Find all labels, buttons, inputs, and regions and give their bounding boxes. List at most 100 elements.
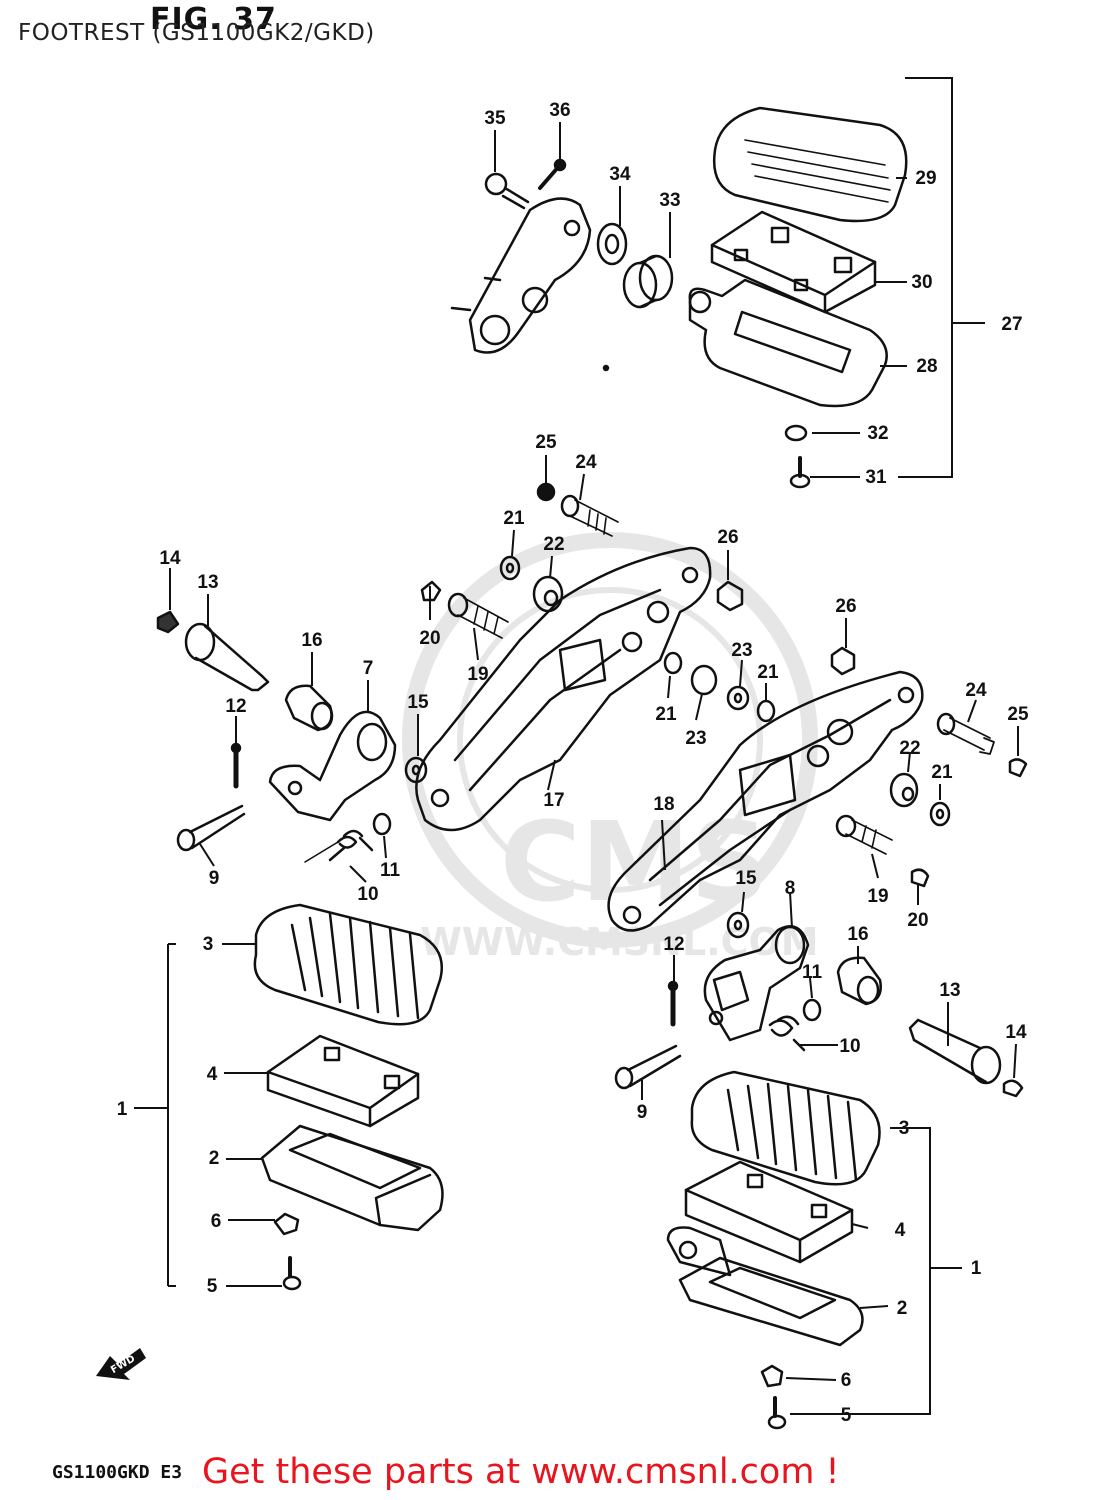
callout-labels: 35 36 34 33 29 30 27 28 32 31 25 24 21 2… [117, 100, 1029, 1426]
callout-26-a: 26 [717, 527, 738, 548]
callout-9-left: 9 [209, 868, 220, 889]
washer-34 [596, 222, 628, 266]
callout-27: 27 [1001, 314, 1022, 335]
callout-30: 30 [911, 272, 932, 293]
callout-28: 28 [916, 356, 937, 377]
callout-1-right: 1 [971, 1258, 982, 1279]
callout-3-left: 3 [203, 934, 214, 955]
callout-19-a: 19 [467, 664, 488, 685]
bolt-31 [789, 456, 811, 489]
callout-15-right: 15 [735, 868, 757, 889]
callout-35: 35 [484, 108, 506, 129]
pin-13-right [908, 1018, 1002, 1085]
promo-link-text[interactable]: Get these parts at www.cmsnl.com ! [202, 1452, 840, 1492]
pin-13-left [184, 622, 270, 692]
callout-6-right: 6 [841, 1370, 852, 1391]
callout-14-right: 14 [1005, 1022, 1027, 1043]
callout-25-top: 25 [535, 432, 557, 453]
callout-9-right: 9 [637, 1102, 648, 1123]
bolt-24-top [560, 494, 619, 537]
callout-23-b: 23 [685, 728, 706, 749]
nut-25-top [536, 482, 556, 502]
callout-21-d: 21 [931, 762, 953, 783]
callout-13-left: 13 [197, 572, 218, 593]
callout-21-a: 21 [503, 508, 525, 529]
nut-20b [910, 868, 930, 888]
pivot-arm-8 [703, 925, 810, 1042]
footrest-bracket-17 [415, 546, 712, 832]
callout-22-a: 22 [543, 534, 564, 555]
model-code: GS1100GKD E3 [52, 1462, 183, 1483]
callout-14-left: 14 [159, 548, 181, 569]
footrest-plate-4-right [684, 1160, 854, 1264]
callout-16-left: 16 [301, 630, 322, 651]
nut-20a [420, 580, 442, 602]
bolt-5-right [767, 1396, 787, 1430]
callout-29: 29 [915, 168, 936, 189]
nut-14-left [156, 610, 180, 634]
callout-21-b: 21 [655, 704, 677, 725]
collar-33 [622, 254, 674, 309]
callout-12-left: 12 [225, 696, 246, 717]
washer-15-right [726, 911, 750, 939]
bolt-12-right [667, 980, 679, 1027]
nut-6-right [760, 1364, 784, 1388]
pin-35 [484, 172, 530, 210]
nut-6-left [273, 1212, 300, 1236]
callout-18: 18 [653, 794, 674, 815]
washer-21a [499, 555, 521, 581]
bolt-36 [538, 158, 567, 190]
pivot-arm-7 [268, 710, 397, 822]
callout-7: 7 [363, 658, 374, 679]
nut-14-right [1002, 1079, 1024, 1098]
washer-11-right [802, 998, 822, 1022]
callout-34: 34 [609, 164, 631, 185]
spring-10-right [768, 1015, 806, 1052]
bolt-19a [447, 592, 509, 639]
collar-22a [532, 575, 564, 613]
washer-21c [756, 699, 776, 723]
watermark [402, 532, 818, 948]
callout-32: 32 [867, 423, 888, 444]
callout-24-top: 24 [575, 452, 597, 473]
nut-25b [1008, 758, 1028, 778]
fwd-arrow-icon: FWD [96, 1348, 146, 1380]
callout-2-left: 2 [209, 1148, 220, 1169]
callout-17: 17 [543, 790, 564, 811]
callout-25-b: 25 [1007, 704, 1029, 725]
callout-36: 36 [549, 100, 570, 121]
pin-9-right [614, 1044, 682, 1090]
footrest-body-2-right [666, 1226, 864, 1347]
callout-4-right: 4 [895, 1220, 906, 1241]
spring-10-left [328, 829, 374, 862]
diagram-subtitle: FOOTREST (GS1100GK2/GKD) [18, 20, 375, 46]
callout-8: 8 [785, 878, 796, 899]
footrest-rubber-29 [712, 106, 908, 223]
pin-9-left [176, 804, 246, 852]
washer-23b [726, 685, 750, 711]
collar-16-left [284, 684, 334, 732]
bolt-5-left [282, 1256, 302, 1291]
footrest-bracket-18 [607, 670, 924, 932]
nut-26b [830, 646, 856, 676]
collar-23a [690, 664, 718, 696]
callout-22-b: 22 [899, 738, 920, 759]
footrest-body-28 [688, 278, 888, 408]
callout-24-b: 24 [965, 680, 987, 701]
collar-22b [889, 772, 919, 808]
washer-21b [663, 651, 683, 675]
callout-12-right: 12 [663, 934, 684, 955]
callout-3-right: 3 [899, 1118, 910, 1139]
callout-2-right: 2 [897, 1298, 908, 1319]
bolt-24b [936, 712, 995, 755]
callout-13-right: 13 [939, 980, 960, 1001]
callout-1-left: 1 [117, 1099, 128, 1120]
callout-20-a: 20 [419, 628, 440, 649]
washer-32 [784, 424, 808, 442]
callout-20-b: 20 [907, 910, 928, 931]
leader-lines [134, 77, 1019, 1415]
washer-11-left [372, 812, 392, 836]
footrest-body-2-left [260, 1124, 444, 1232]
callout-15-left: 15 [407, 692, 429, 713]
